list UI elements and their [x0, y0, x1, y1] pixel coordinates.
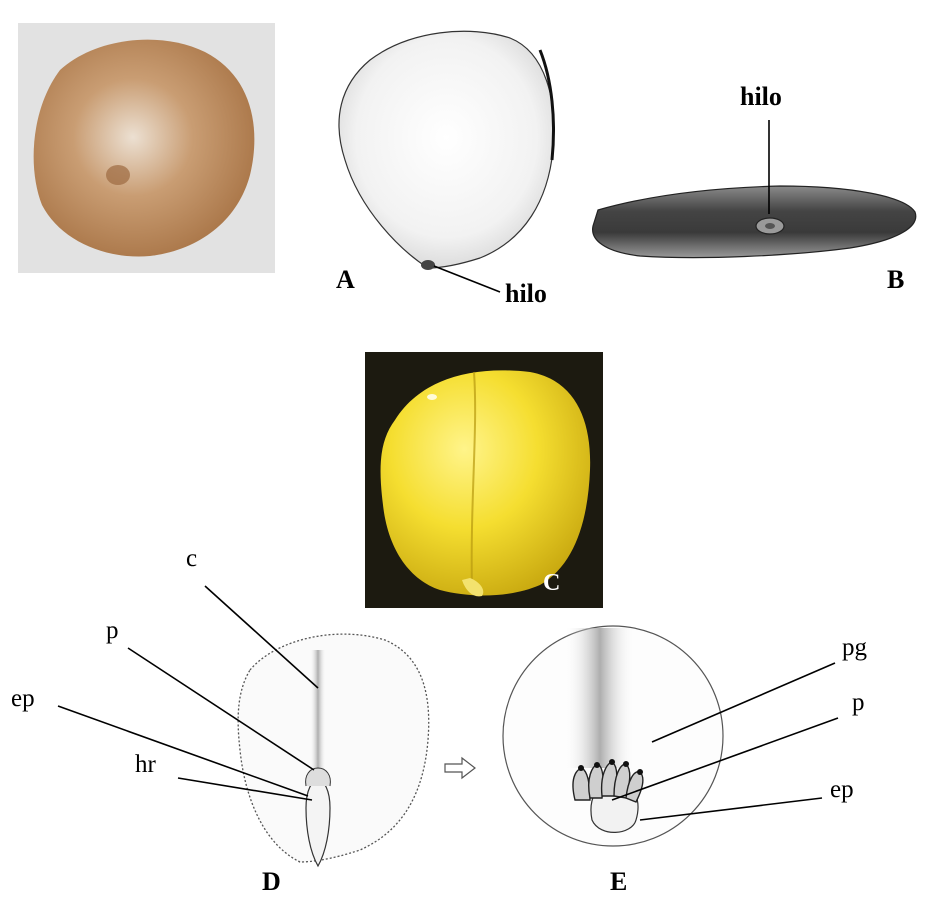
outline-right-arrow-icon [445, 758, 475, 778]
panel-letter-d: D [262, 867, 281, 896]
panel-letter-b: B [887, 265, 904, 294]
panel-b: hilo B [593, 82, 916, 294]
label-p-e: p [852, 689, 865, 716]
highlight-c [427, 394, 437, 400]
label-ep-d: ep [11, 685, 35, 712]
embryo-body-c [381, 370, 591, 595]
seed-side-view-b [593, 186, 916, 258]
label-hr: hr [135, 751, 157, 778]
panel-e: pg p ep E [503, 626, 868, 896]
panel-letter-a: A [336, 265, 355, 294]
hilum-b-center [765, 223, 775, 229]
panel-a: hilo A [336, 31, 554, 308]
hilum-a [421, 260, 435, 270]
seed-body [34, 40, 255, 257]
callout-line-hilo-a [434, 266, 500, 292]
label-c: c [186, 545, 197, 572]
seed-hilum-spot [106, 165, 130, 185]
panel-letter-c: C [543, 570, 560, 596]
label-ep-e: ep [830, 776, 854, 803]
label-pg: pg [842, 634, 868, 661]
panel-letter-e: E [610, 867, 627, 896]
seed-outline-a [339, 31, 554, 268]
seed-photo [18, 23, 275, 273]
label-hilo-b: hilo [740, 82, 782, 111]
embryo-outline-d [238, 634, 429, 862]
panel-c: C [365, 352, 603, 608]
label-p-d: p [106, 617, 119, 644]
label-hilo-a: hilo [505, 279, 547, 308]
shaded-axis-e [565, 628, 635, 768]
